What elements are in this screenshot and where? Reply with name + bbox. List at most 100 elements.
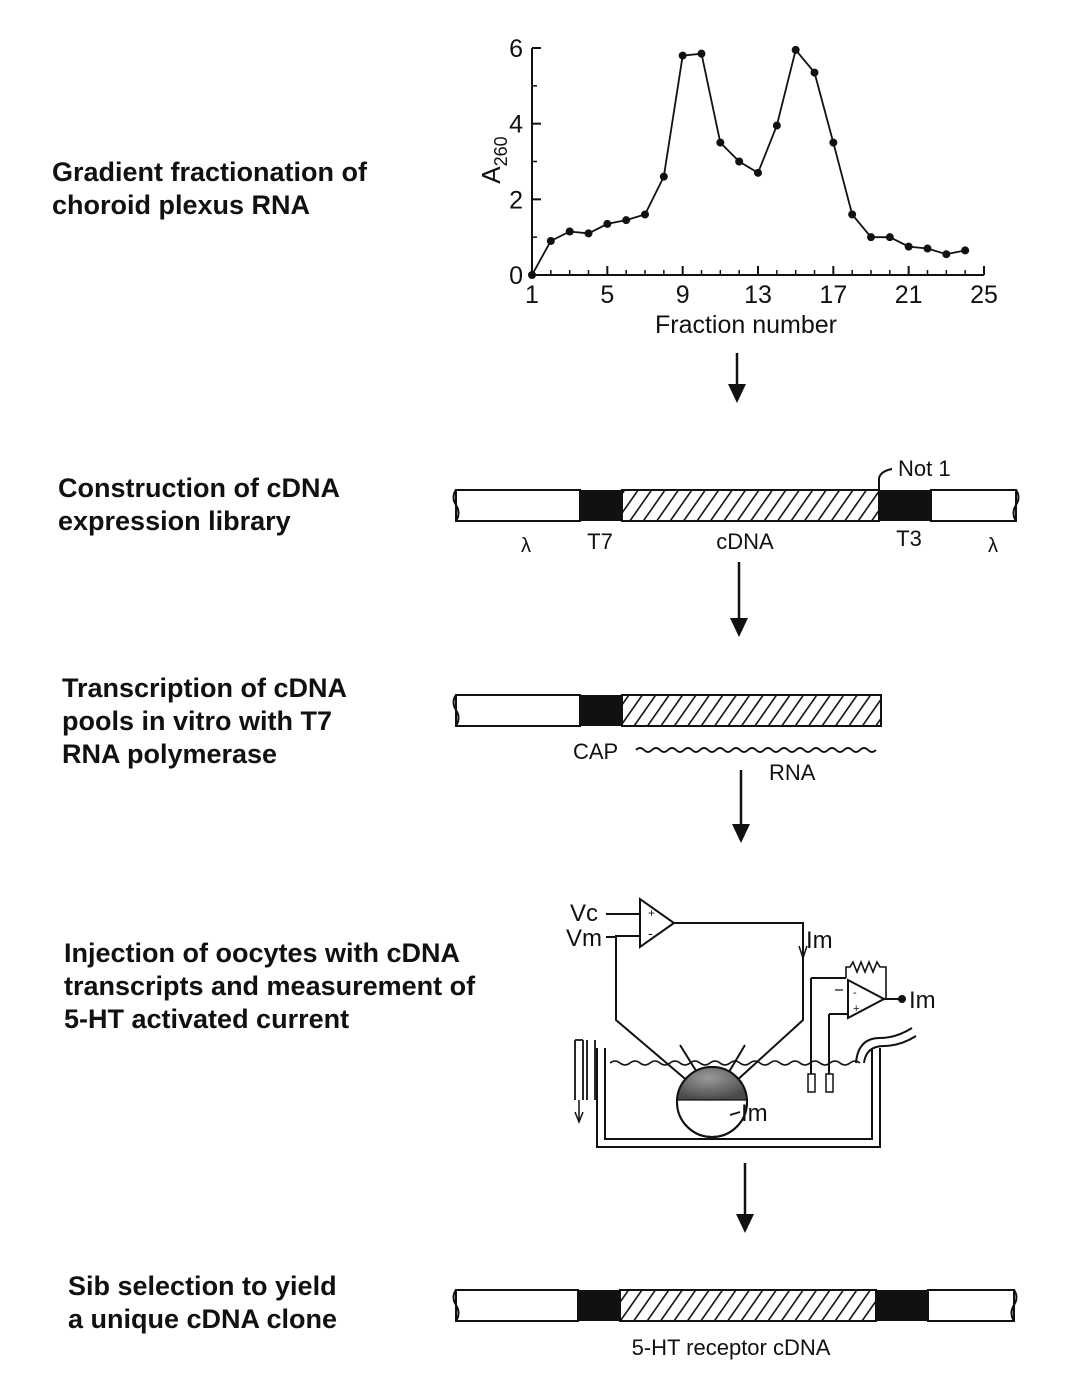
clamp-amplifier-icon xyxy=(639,897,676,949)
data-point-10 xyxy=(697,49,706,58)
break-mark xyxy=(452,694,460,727)
x-tick-label-0: 1 xyxy=(525,281,539,309)
receptor-cdna-label: 5-HT receptor cDNA xyxy=(632,1335,831,1360)
data-point-18 xyxy=(848,210,857,219)
cdna-library-construct: Not 1 λ T7 cDNA T3 λ xyxy=(452,456,1020,557)
bath-chamber xyxy=(596,1048,881,1148)
data-point-4 xyxy=(584,229,593,238)
x-tick-label-1: 5 xyxy=(600,281,614,309)
bath-fluid-surface xyxy=(609,1060,861,1066)
step-gradient-label: Gradient fractionation of choroid plexus… xyxy=(52,156,367,222)
data-point-22 xyxy=(923,244,932,253)
x-tick-label-6: 25 xyxy=(970,281,998,309)
final-cdna-clone: 5-HT receptor cDNA xyxy=(452,1289,1018,1360)
t3-promoter-segment xyxy=(879,490,931,521)
data-point-9 xyxy=(678,51,687,60)
data-point-19 xyxy=(867,233,875,242)
data-point-16 xyxy=(810,68,819,77)
data-point-24 xyxy=(961,246,970,255)
t7-label: T7 xyxy=(587,529,613,554)
vector-left xyxy=(455,1289,579,1322)
step-sib-label: Sib selection to yield a unique cDNA clo… xyxy=(68,1270,337,1336)
t7-segment xyxy=(580,695,622,726)
current-amplifier-icon xyxy=(847,978,887,1020)
rna-label: RNA xyxy=(769,760,816,785)
data-point-7 xyxy=(641,210,649,219)
step-library-line-1: Construction of cDNA xyxy=(58,473,340,503)
flow-arrow-1 xyxy=(728,353,746,403)
data-point-23 xyxy=(942,250,951,259)
step-sib-line-2: a unique cDNA clone xyxy=(68,1304,338,1334)
y-tick-label-2: 4 xyxy=(509,111,523,139)
data-point-21 xyxy=(904,242,913,251)
data-point-5 xyxy=(603,219,612,228)
data-point-13 xyxy=(754,168,762,177)
step-injection-line-2: transcripts and measurement of xyxy=(64,971,476,1001)
vector-segment xyxy=(455,694,581,727)
perfusion-outlet xyxy=(855,1027,913,1064)
data-point-14 xyxy=(772,121,781,130)
flow-arrow-3 xyxy=(732,770,750,843)
flow-arrow-4 xyxy=(736,1163,754,1233)
lambda-right-label: λ xyxy=(988,535,998,557)
t7-promoter-segment xyxy=(580,490,622,521)
promoter-right xyxy=(876,1290,928,1321)
data-point-2 xyxy=(546,236,555,245)
data-point-15 xyxy=(791,45,800,54)
break-mark-right xyxy=(1012,489,1020,522)
im-amp-label: Im xyxy=(909,987,936,1014)
cdna-template-segment xyxy=(621,694,882,727)
step-transcription-line-3: RNA polymerase xyxy=(62,739,278,769)
x-tick-label-5: 21 xyxy=(895,281,923,309)
step-gradient-line-1: Gradient fractionation of xyxy=(52,157,368,187)
step-injection-line-1: Injection of oocytes with cDNA xyxy=(64,938,461,968)
receptor-cdna-insert xyxy=(619,1289,877,1322)
data-point-11 xyxy=(716,138,725,147)
step-injection-label: Injection of oocytes with cDNA transcrip… xyxy=(64,937,475,1036)
y-tick-label-0: 0 xyxy=(509,262,523,290)
promoter-left xyxy=(578,1290,620,1321)
y-tick-label-3: 6 xyxy=(509,35,523,63)
step-library-label: Construction of cDNA expression library xyxy=(58,472,340,538)
vm-label: Vm xyxy=(566,925,602,952)
im-cell-label: Im xyxy=(741,1100,768,1127)
step-transcription-label: Transcription of cDNA pools in vitro wit… xyxy=(62,672,347,771)
x-tick-label-4: 17 xyxy=(819,281,847,309)
chart-ylabel: A260 xyxy=(476,136,511,183)
step-gradient-line-2: choroid plexus RNA xyxy=(52,190,311,220)
x-tick-label-3: 13 xyxy=(744,281,772,309)
amp2-minus-sign: - xyxy=(853,987,857,999)
t3-label: T3 xyxy=(896,526,922,551)
step-transcription-line-1: Transcription of cDNA xyxy=(62,673,348,703)
a260-line-chart: 1 5 9 13 17 21 25 0 2 4 6 Fraction number A260 xyxy=(476,35,998,339)
not1-label: Not 1 xyxy=(898,456,951,481)
rna-wavy-line xyxy=(635,747,877,753)
cdna-insert-segment xyxy=(621,489,880,522)
cdna-label: cDNA xyxy=(716,529,774,554)
vc-label: Vc xyxy=(570,900,598,927)
vector-right xyxy=(927,1289,1015,1322)
data-point-3 xyxy=(565,227,574,236)
step-transcription-line-2: pools in vitro with T7 xyxy=(62,706,332,736)
amp-plus-sign: + xyxy=(648,906,655,920)
data-point-20 xyxy=(885,233,894,242)
break-mark-left xyxy=(452,489,460,522)
transcription-construct: CAP RNA xyxy=(452,694,882,785)
not1-site-pointer xyxy=(878,468,893,490)
perfusion-inlet xyxy=(574,1039,584,1100)
data-point-17 xyxy=(829,138,838,147)
chart-ylabel-sub: 260 xyxy=(491,136,511,166)
oocyte-cell xyxy=(676,1066,748,1138)
lambda-left-segment xyxy=(455,489,581,522)
bath-electrode-1 xyxy=(807,1073,816,1093)
flow-arrow-2 xyxy=(730,562,748,637)
chart-xlabel: Fraction number xyxy=(655,311,837,339)
cap-label: CAP xyxy=(573,739,618,764)
data-point-6 xyxy=(622,216,631,225)
x-tick-label-2: 9 xyxy=(676,281,690,309)
lambda-left-label: λ xyxy=(521,535,531,557)
data-point-8 xyxy=(659,172,668,181)
y-tick-label-1: 2 xyxy=(509,186,523,214)
